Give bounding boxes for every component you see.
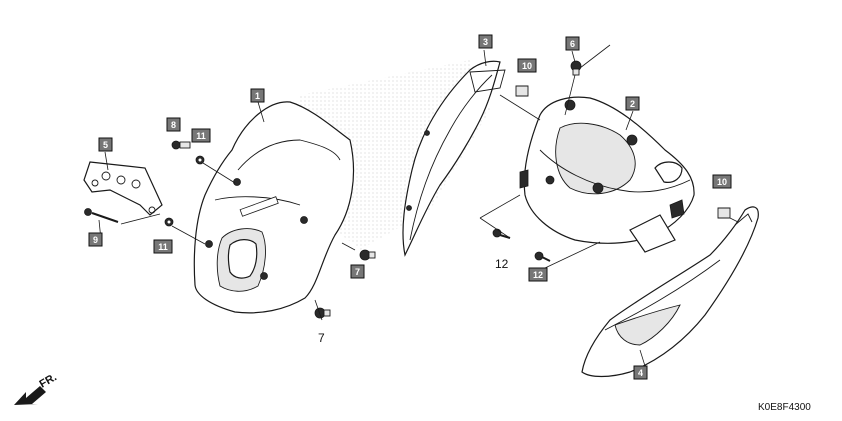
svg-text:10: 10 (717, 177, 727, 187)
diagram-code: K0E8F4300 (758, 402, 811, 413)
callout-7-plain: 7 (318, 331, 325, 345)
callout-8: 8 (166, 117, 181, 132)
washer-lower[interactable] (164, 217, 174, 227)
svg-text:9: 9 (93, 235, 98, 245)
windscreen-part[interactable] (193, 101, 355, 314)
svg-text:2: 2 (630, 99, 635, 109)
clip-nut-right[interactable] (717, 207, 731, 219)
svg-text:4: 4 (638, 368, 643, 378)
svg-text:11: 11 (196, 131, 206, 141)
lower-cover-part[interactable] (581, 206, 759, 378)
callout-2: 2 (625, 96, 640, 111)
svg-text:8: 8 (171, 120, 176, 130)
svg-text:5: 5 (103, 140, 108, 150)
callout-11-upper: 11 (191, 128, 211, 143)
front-direction-arrow: FR. (14, 371, 59, 405)
svg-text:6: 6 (570, 39, 575, 49)
svg-text:10: 10 (522, 61, 532, 71)
windscreen-logo (239, 196, 279, 217)
front-direction-label: FR. (38, 371, 59, 390)
upper-cowl-part[interactable] (519, 96, 695, 253)
callout-1: 1 (250, 88, 265, 103)
screw-12-right[interactable] (534, 251, 551, 262)
callout-3: 3 (478, 34, 493, 49)
svg-text:11: 11 (158, 242, 168, 252)
bolt-9[interactable] (84, 208, 119, 223)
inner-cover-part[interactable] (402, 60, 506, 257)
callout-7-boxed: 7 (350, 264, 365, 279)
svg-text:12: 12 (533, 270, 543, 280)
clip-nut-upper[interactable] (515, 85, 529, 97)
callout-11-lower: 11 (153, 239, 173, 254)
svg-text:7: 7 (355, 267, 360, 277)
callout-12-boxed: 12 (528, 267, 548, 282)
callout-5: 5 (98, 137, 113, 152)
screw-7-upper[interactable] (359, 249, 376, 261)
callout-10-right: 10 (712, 174, 732, 189)
svg-text:3: 3 (483, 37, 488, 47)
callout-10-upper: 10 (517, 58, 537, 73)
callout-12-plain: 12 (495, 257, 509, 271)
washer-upper[interactable] (195, 155, 205, 165)
screw-7-lower[interactable] (314, 307, 331, 319)
leader-lines (98, 44, 739, 367)
bolt-8[interactable] (171, 140, 191, 150)
callout-9: 9 (88, 232, 103, 247)
svg-text:1: 1 (255, 91, 260, 101)
callout-6: 6 (565, 36, 580, 51)
callout-4: 4 (633, 365, 648, 380)
screw-6[interactable] (570, 60, 582, 76)
screen-bracket-part[interactable] (83, 161, 163, 216)
